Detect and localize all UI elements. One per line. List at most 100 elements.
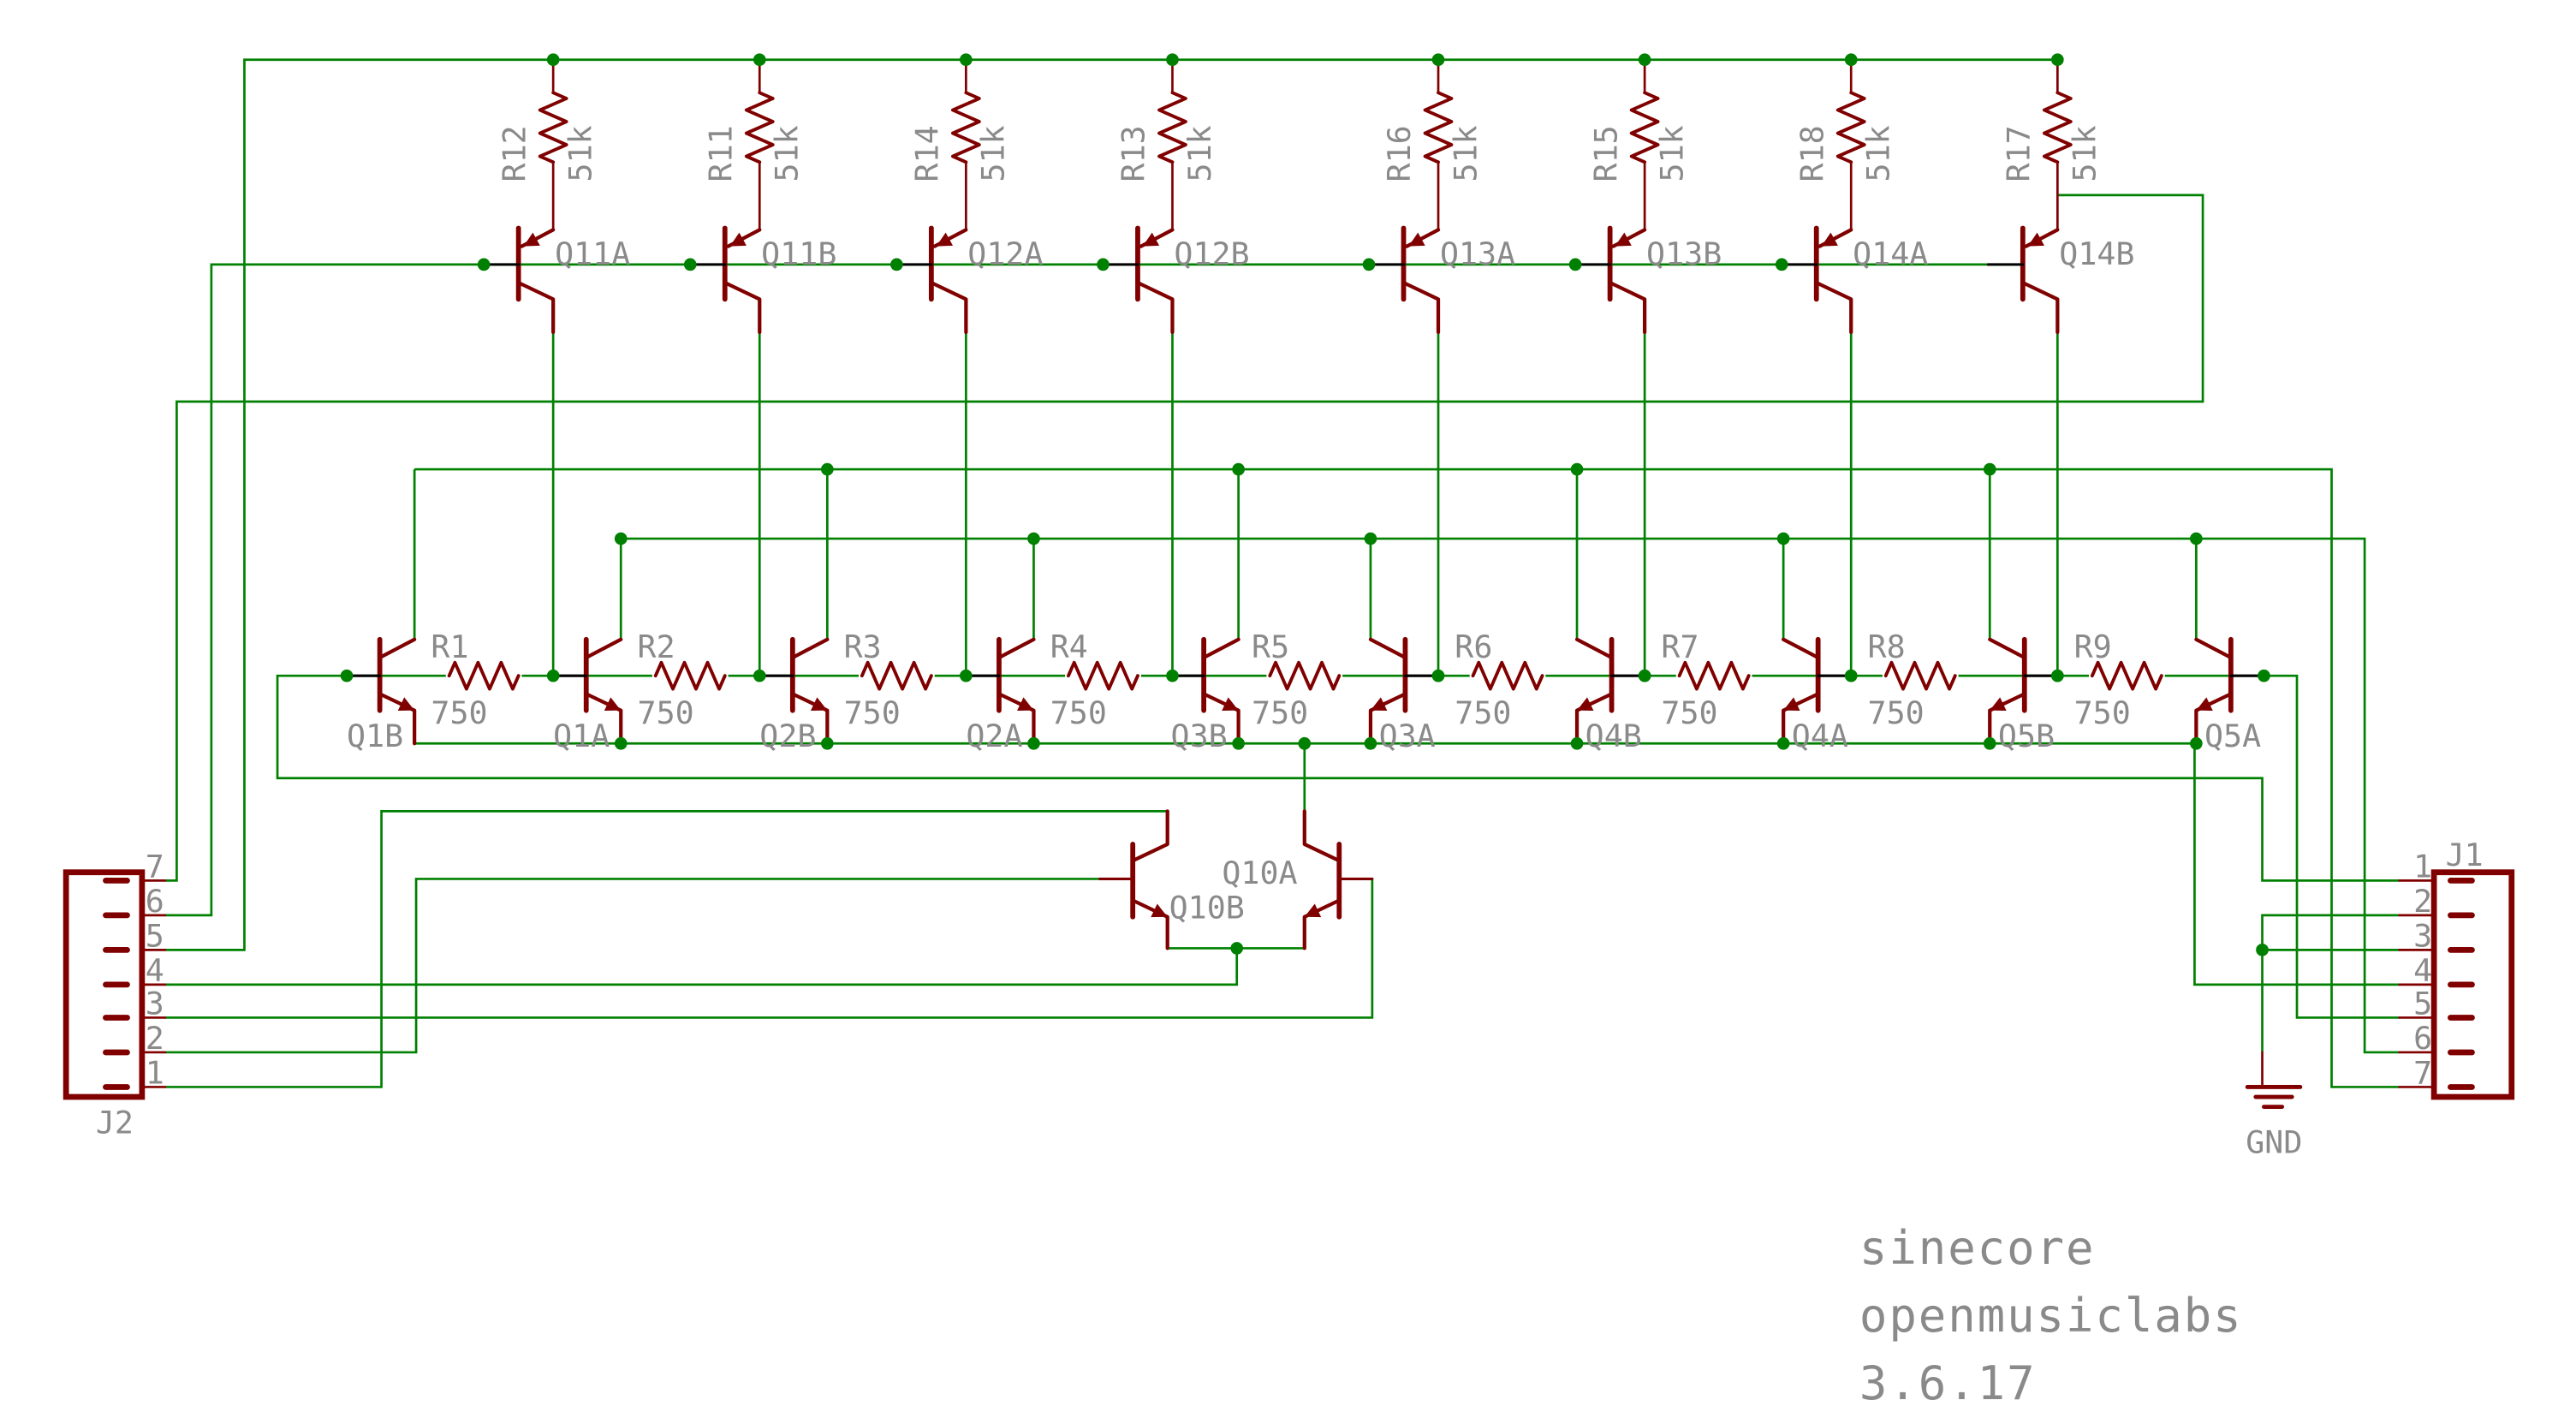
transistor-label: Q13B bbox=[1646, 235, 1722, 272]
junction-dot bbox=[1431, 669, 1445, 682]
j1-pin-number: 4 bbox=[2413, 952, 2432, 989]
j2-pin-number: 5 bbox=[146, 918, 164, 955]
transistor-collector bbox=[2194, 637, 2233, 660]
junction-dot bbox=[1232, 736, 1245, 750]
transistor-collector bbox=[584, 637, 623, 660]
resistor-label: R3 bbox=[844, 629, 882, 665]
transistor-collector bbox=[378, 637, 417, 660]
junction-dot bbox=[1230, 942, 1244, 955]
wire-j1-pin7-rail bbox=[414, 468, 2400, 1088]
wire-j2-pin2 bbox=[164, 878, 1100, 1054]
resistor-zigzag bbox=[1629, 91, 1660, 164]
transistor-collector bbox=[790, 637, 830, 660]
junction-dot bbox=[821, 462, 834, 476]
transistor-label: Q12B bbox=[1174, 235, 1249, 272]
transistor-emitter bbox=[1131, 898, 1169, 950]
j1-pin-number: 7 bbox=[2413, 1055, 2432, 1092]
pnp-arrow-icon bbox=[523, 232, 540, 247]
junction-dot bbox=[1166, 669, 1179, 682]
resistor-label: R2 bbox=[638, 629, 675, 665]
junction-dot bbox=[477, 258, 491, 271]
transistor-emitter bbox=[1302, 898, 1342, 950]
junction-dot bbox=[1364, 736, 1377, 750]
junction-dot bbox=[1844, 669, 1858, 682]
resistor-zigzag bbox=[653, 660, 727, 691]
junction-dot bbox=[2258, 669, 2270, 682]
wire-j1-pin6-rail bbox=[621, 537, 2400, 1054]
junction-dot bbox=[1232, 462, 1245, 476]
resistor-label: R8 bbox=[1868, 629, 1906, 665]
connector-j2-label: J2 bbox=[96, 1104, 134, 1141]
resistor-value: 51k bbox=[1447, 125, 1484, 182]
junction-dot bbox=[1364, 532, 1377, 545]
transistor-label: Q13A bbox=[1440, 235, 1515, 272]
junction-dot bbox=[546, 53, 560, 67]
junction-dot bbox=[546, 669, 560, 682]
resistor-zigzag bbox=[1883, 660, 1957, 691]
pnp-arrow-icon bbox=[729, 232, 747, 247]
j2-pin-number: 1 bbox=[146, 1055, 164, 1092]
resistor-value: 750 bbox=[844, 694, 901, 731]
wire-j1-pin2-gnd bbox=[2261, 914, 2400, 1052]
npn-arrow-icon bbox=[1990, 697, 2007, 712]
resistor-label: R16 bbox=[1381, 125, 1418, 182]
npn-arrow-icon bbox=[1577, 697, 1594, 712]
junction-dot bbox=[1638, 53, 1651, 67]
connector-j1-label: J1 bbox=[2446, 837, 2484, 873]
junction-dot bbox=[2051, 53, 2064, 67]
junction-dot bbox=[1097, 258, 1110, 271]
wire-j1-pin5 bbox=[2264, 674, 2400, 1019]
resistor-value: 750 bbox=[1661, 694, 1717, 731]
transistor-label-q10b: Q10B bbox=[1169, 890, 1245, 926]
junction-dot bbox=[683, 258, 697, 271]
title-note: openmusiclabs bbox=[1859, 1289, 2243, 1343]
junction-dot bbox=[1027, 736, 1040, 750]
j2-pin-number: 3 bbox=[146, 986, 164, 1022]
pnp-arrow-icon bbox=[2027, 232, 2045, 247]
transistor-collector bbox=[1131, 809, 1169, 863]
resistor-label: R13 bbox=[1115, 125, 1152, 182]
junction-dot bbox=[1983, 462, 1996, 476]
junction-dot bbox=[1844, 53, 1858, 67]
symbols bbox=[62, 58, 2515, 1110]
junction-dot bbox=[753, 53, 766, 67]
j2-pin-number: 4 bbox=[146, 952, 164, 989]
npn-arrow-icon bbox=[1370, 697, 1388, 712]
npn-arrow-icon bbox=[1783, 697, 1800, 712]
junction-dot bbox=[960, 669, 973, 682]
transistor-label: Q1B bbox=[347, 718, 403, 754]
npn-arrow-icon bbox=[1222, 697, 1239, 712]
resistor-zigzag bbox=[1835, 91, 1866, 164]
transistor-collector bbox=[1782, 637, 1820, 660]
transistor-label: Q4A bbox=[1792, 718, 1848, 754]
junction-dot bbox=[1776, 532, 1790, 545]
junction-dot bbox=[2256, 944, 2269, 956]
transistor-label-q10a: Q10A bbox=[1222, 855, 1297, 891]
j1-pin-number: 2 bbox=[2413, 883, 2432, 920]
wire-j2-pin6-bias bbox=[164, 263, 2023, 917]
transistor-collector bbox=[1574, 637, 1614, 660]
resistor-value: 51k bbox=[769, 125, 806, 182]
transistor-collector bbox=[1135, 280, 1175, 335]
j2-pin-number: 2 bbox=[146, 1020, 164, 1057]
pnp-arrow-icon bbox=[1615, 232, 1632, 247]
resistor-label: R7 bbox=[1661, 629, 1698, 665]
junction-dot bbox=[1776, 736, 1790, 750]
junction-dot bbox=[2051, 669, 2064, 682]
j2-pin-number: 7 bbox=[146, 848, 164, 885]
resistor-zigzag bbox=[447, 660, 521, 691]
junction-dot bbox=[890, 258, 903, 271]
resistor-label: R6 bbox=[1455, 629, 1492, 665]
resistor-label: R14 bbox=[909, 125, 946, 182]
junction-dot bbox=[2190, 532, 2203, 545]
resistor-value: 750 bbox=[2074, 694, 2131, 731]
npn-arrow-icon bbox=[1017, 697, 1034, 712]
resistor-label: R15 bbox=[1587, 125, 1624, 182]
resistor-value: 750 bbox=[431, 694, 487, 731]
junction-dot bbox=[1638, 669, 1651, 682]
resistor-label: R5 bbox=[1252, 629, 1289, 665]
transistor-label: Q5A bbox=[2204, 718, 2261, 754]
resistor-label: R1 bbox=[431, 629, 468, 665]
j2-pin-number: 6 bbox=[146, 883, 164, 920]
